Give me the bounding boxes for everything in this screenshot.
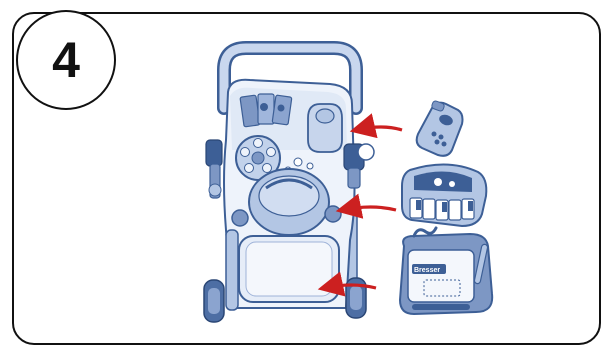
step-number-badge: 4 [16, 10, 116, 110]
phone-toy-icon [417, 100, 463, 156]
arrow-piano-icon [342, 207, 396, 210]
board-brand-label: Bresser [414, 267, 440, 274]
baby-walker-icon [204, 48, 374, 322]
step-number: 4 [52, 35, 80, 85]
arrow-phone-icon [356, 127, 402, 130]
piano-keys-toy-icon [402, 164, 486, 226]
magnetic-drawing-board-icon: Bresser [400, 228, 492, 314]
